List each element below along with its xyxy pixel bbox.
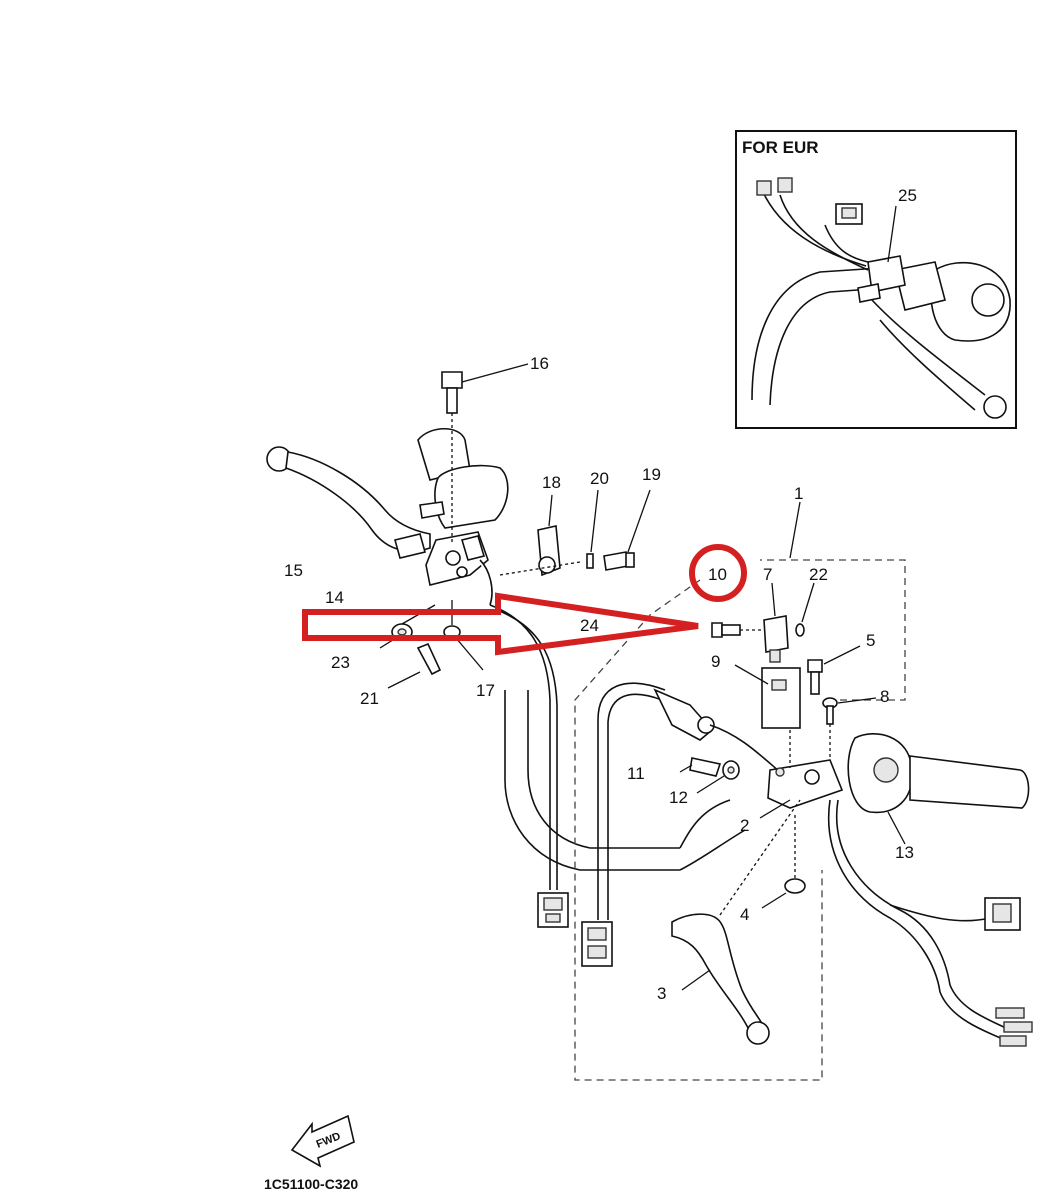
- left-lever: [266, 446, 431, 559]
- switch-4: [763, 582, 789, 663]
- clip-11: [795, 582, 815, 637]
- clutch-cable: [581, 682, 781, 967]
- callout-5: 5: [866, 631, 875, 650]
- bolt-5: [807, 645, 861, 695]
- inset-title: FOR EUR: [742, 138, 819, 157]
- callout-18: 17: [476, 681, 495, 700]
- callout-1: 1: [794, 484, 803, 503]
- inset-switch: [930, 261, 1011, 342]
- nut-8: [761, 815, 806, 909]
- right-lever: [671, 799, 801, 1045]
- callout-13: 12: [669, 788, 688, 807]
- callout-24: 24: [580, 616, 599, 635]
- fwd-marker: FWD: [290, 1114, 355, 1168]
- callout-2: 2: [740, 816, 749, 835]
- callout-labels: 16 18 20 19 1 15 14 10 7 22 24 5 23 9 21…: [284, 354, 914, 1003]
- screw-7: [822, 697, 877, 725]
- bolt-12: [679, 757, 722, 777]
- holder-2: [759, 724, 844, 819]
- bolt-22: [387, 642, 442, 689]
- callout-19: 18: [542, 473, 561, 492]
- washer-13: [696, 760, 740, 794]
- callout-7: 8: [880, 687, 889, 706]
- callout-12: 11: [627, 764, 645, 783]
- part-9: [734, 664, 801, 729]
- right-wiring: [828, 799, 1033, 1047]
- drawing-code: 1C51100-C320: [264, 1176, 358, 1192]
- callout-17: 16: [530, 354, 549, 373]
- callout-11: 22: [809, 565, 828, 584]
- left-wiring: [489, 604, 569, 928]
- red-arrow: [302, 592, 699, 656]
- callout-4: 7: [763, 565, 772, 584]
- bolt-17: [441, 363, 529, 545]
- fwd-arrow-icon: [290, 1114, 355, 1168]
- callout-15: 14: [325, 588, 344, 607]
- switch-19: [537, 494, 561, 577]
- callout-16: 15: [284, 561, 303, 580]
- bolt-10: [711, 622, 762, 638]
- callout-23: 23: [331, 653, 350, 672]
- callout-8: 4: [740, 905, 749, 924]
- callout-3: 3: [657, 984, 666, 1003]
- inset-for-eur: FOR EUR 25: [735, 130, 1017, 429]
- highlight-circle-part-10: [689, 544, 747, 602]
- master-cylinder: [417, 428, 509, 606]
- callout-21: 20: [590, 469, 609, 488]
- callout-10: 10: [708, 565, 727, 584]
- callout-9: 9: [711, 652, 720, 671]
- callout-20: 19: [642, 465, 661, 484]
- screw-20: [603, 489, 651, 571]
- callout-22: 21: [360, 689, 379, 708]
- nut-18: [443, 625, 484, 671]
- assembly-1-outline: [574, 501, 906, 1081]
- inset-handlebar: [751, 267, 881, 401]
- callout-14: 13: [895, 843, 914, 862]
- callout-25: 25: [898, 186, 917, 205]
- inset-bracket: [867, 255, 906, 293]
- handlebar-tube: [504, 690, 746, 871]
- right-switch-14: [847, 733, 1030, 845]
- screw-21: [586, 489, 599, 569]
